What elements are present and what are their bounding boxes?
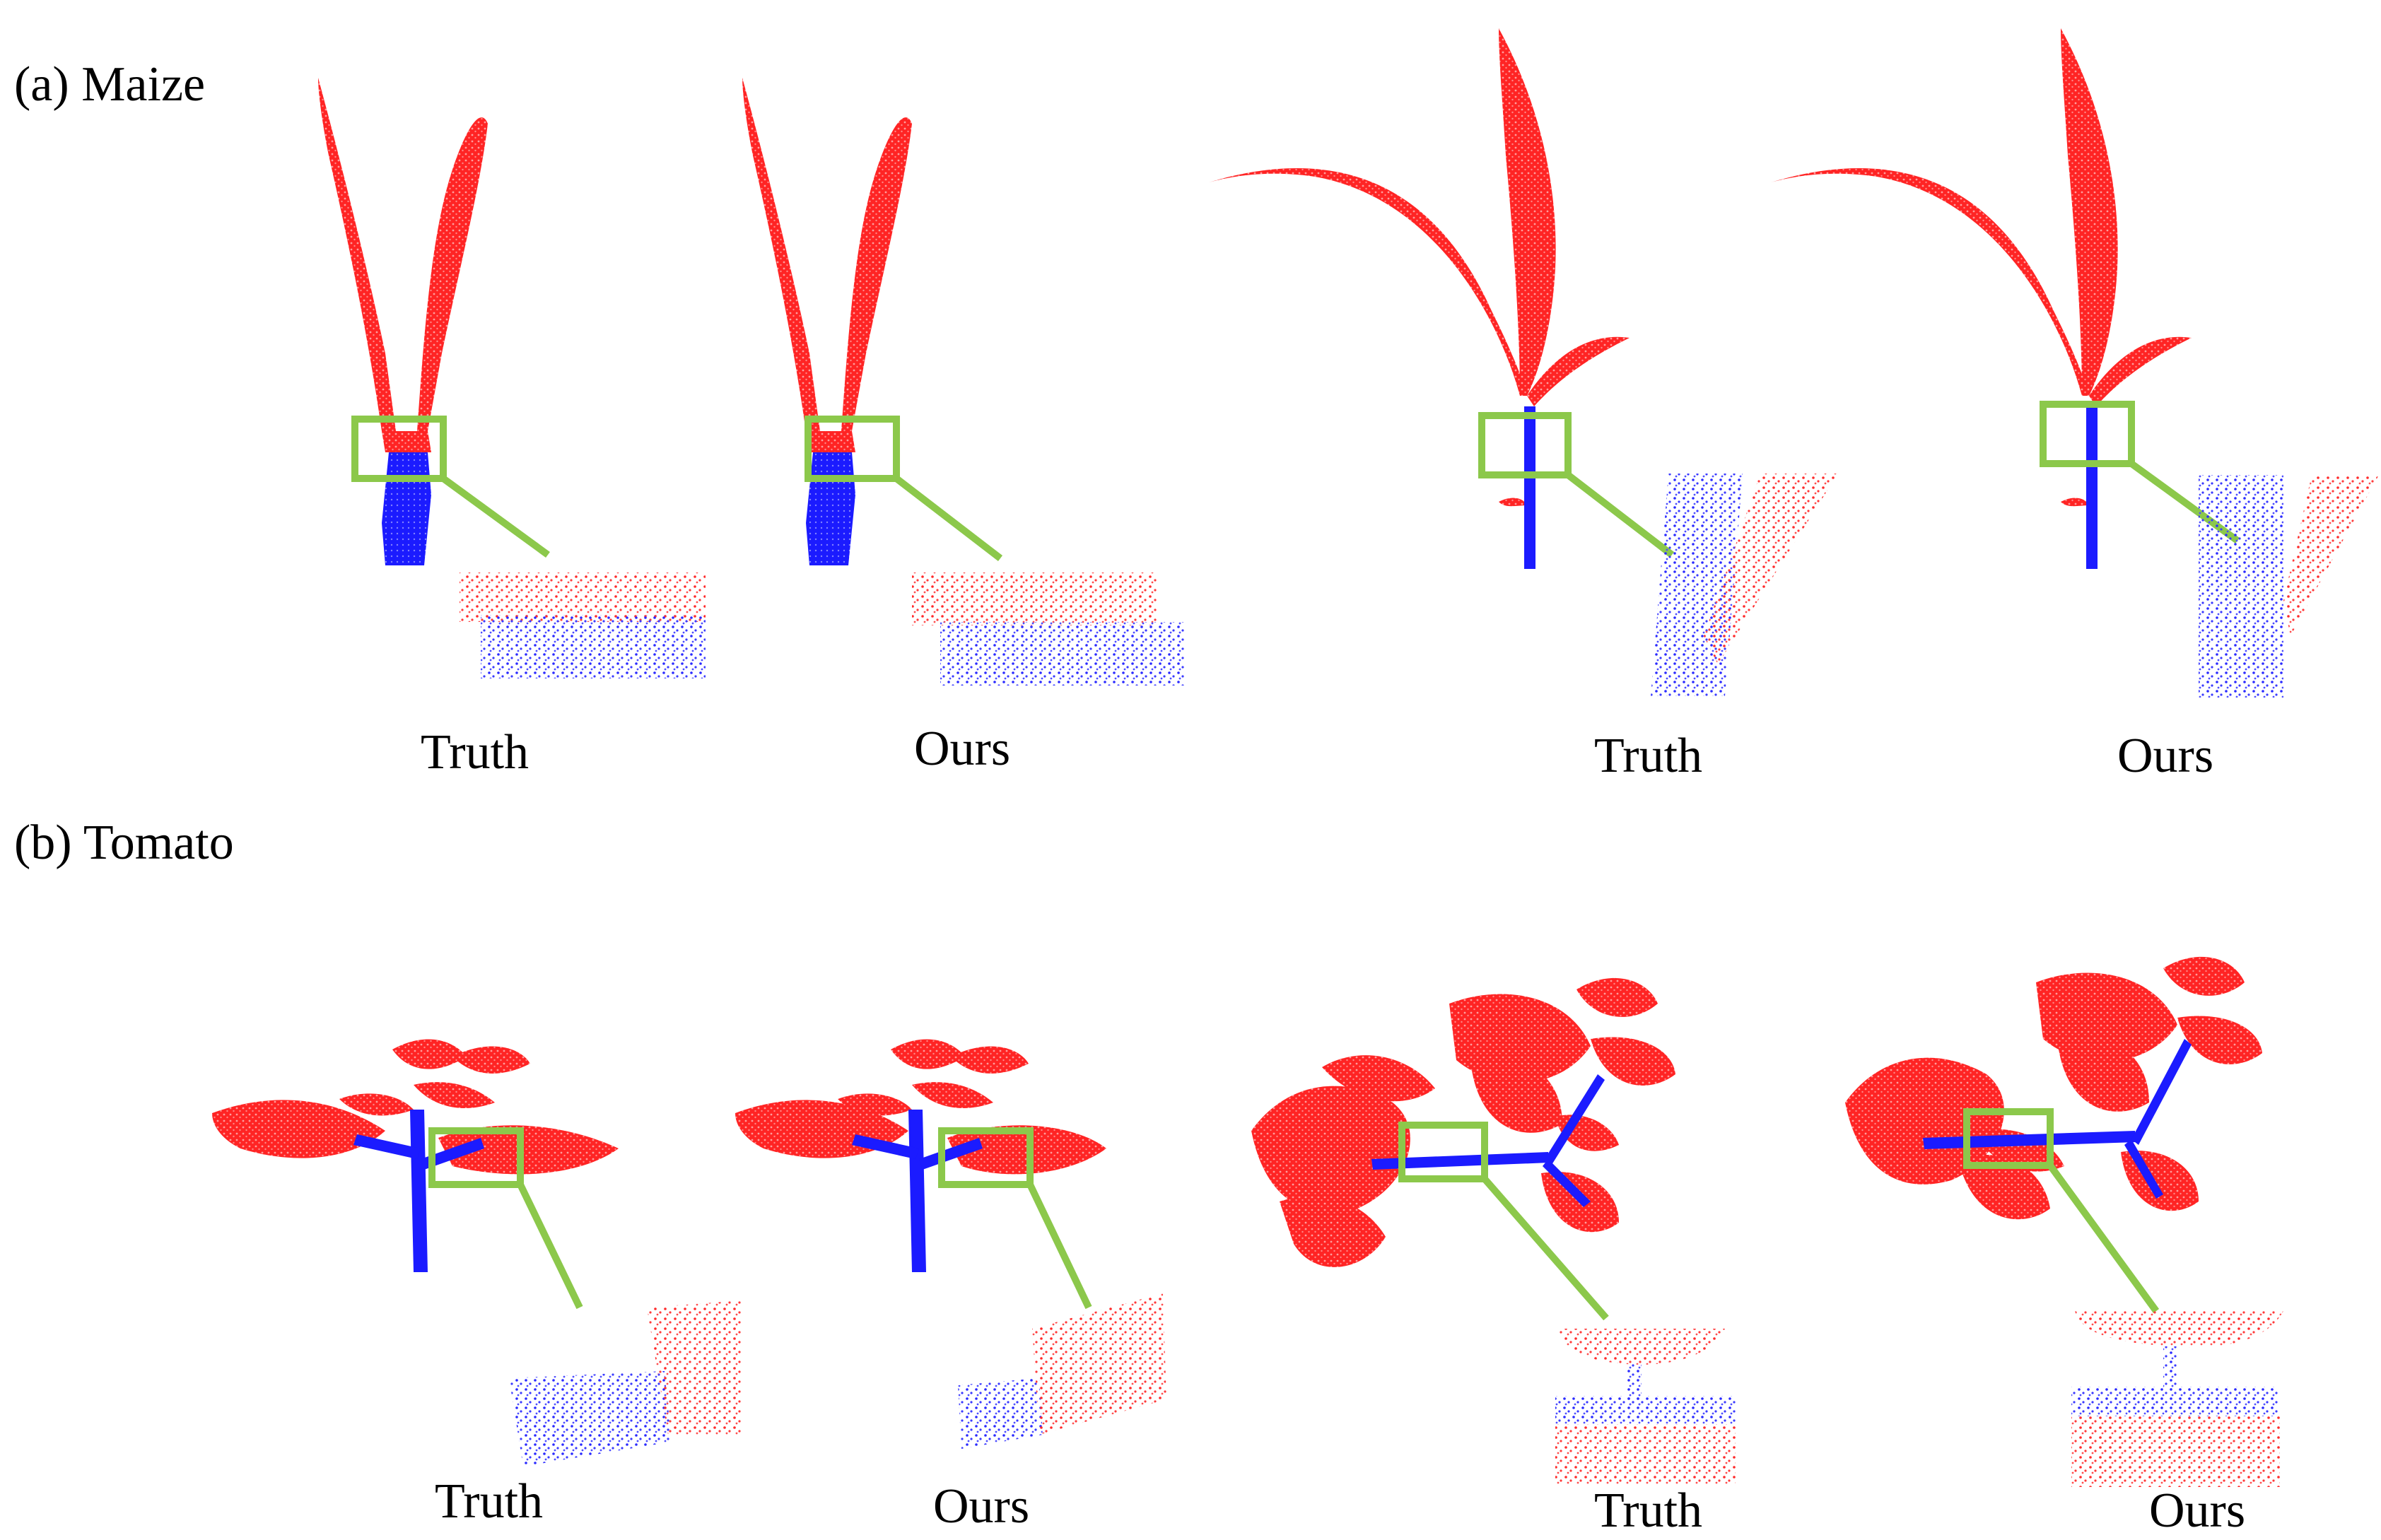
maize-caption-truth-2: Truth xyxy=(1594,729,1703,783)
tomato-ours-mature-plant xyxy=(1845,956,2262,1313)
tomato-caption-ours-2: Ours xyxy=(2149,1483,2246,1538)
tomato-ours-young-zoom xyxy=(958,1293,1166,1449)
maize-caption-ours-2: Ours xyxy=(2117,729,2214,783)
tomato-caption-truth-2: Truth xyxy=(1594,1483,1703,1538)
section-label-maize: (a) Maize xyxy=(14,57,206,112)
tomato-truth-young-zoom xyxy=(509,1300,742,1466)
maize-caption-ours-1: Ours xyxy=(914,722,1011,776)
maize-ours-young-plant xyxy=(742,78,1003,565)
maize-truth-young-zoom xyxy=(460,572,706,678)
maize-ours-mature-plant xyxy=(1771,28,2240,569)
tomato-ours-mature-zoom xyxy=(2071,1311,2283,1487)
section-label-tomato: (b) Tomato xyxy=(14,816,234,870)
tomato-caption-ours-1: Ours xyxy=(933,1479,1030,1534)
tomato-truth-mature-zoom xyxy=(1555,1329,1736,1484)
maize-truth-mature-plant xyxy=(1209,28,1675,569)
tomato-truth-mature-plant xyxy=(1251,977,1675,1321)
maize-ours-mature-zoom xyxy=(2199,475,2379,698)
tomato-ours-young-plant xyxy=(735,1039,1106,1310)
maize-truth-young-plant xyxy=(318,78,550,565)
maize-caption-truth-1: Truth xyxy=(421,725,530,780)
maize-truth-mature-zoom xyxy=(1651,474,1838,696)
tomato-truth-young-plant xyxy=(212,1039,619,1310)
maize-ours-young-zoom xyxy=(912,572,1186,686)
tomato-caption-truth-1: Truth xyxy=(435,1474,544,1529)
